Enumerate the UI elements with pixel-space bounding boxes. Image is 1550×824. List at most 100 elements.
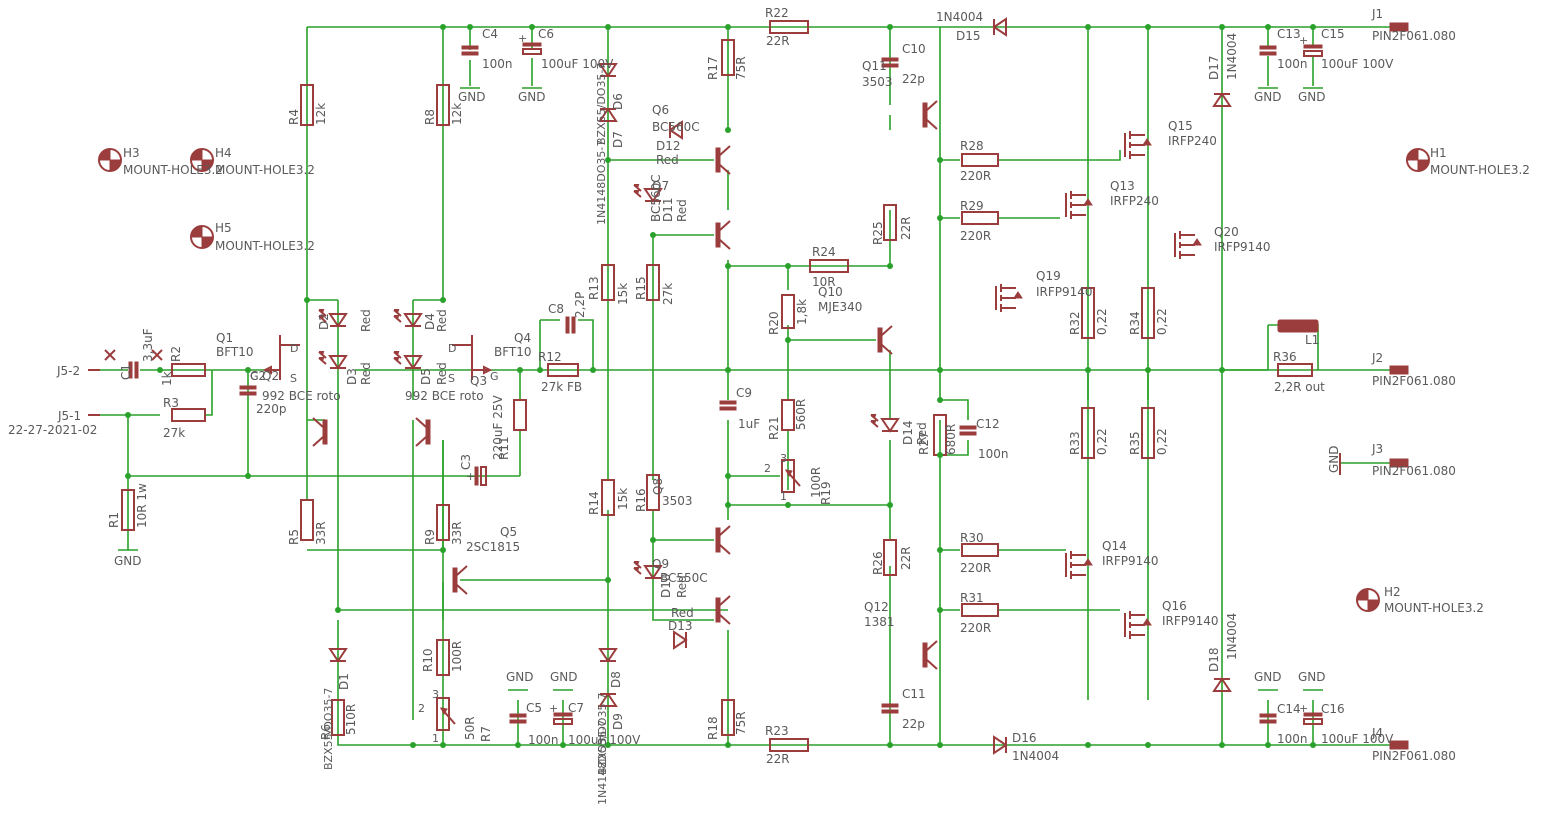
label-r25v: 22R	[899, 216, 913, 240]
junction-dot	[157, 367, 163, 373]
label-c1v: 3,3uF	[141, 328, 155, 362]
r26	[883, 539, 897, 576]
label-d9n: D9	[611, 713, 625, 730]
d1	[328, 648, 348, 663]
c7: +	[549, 702, 573, 725]
label-d3n: D3	[345, 368, 359, 385]
label-q19n: Q19	[1036, 269, 1061, 283]
wire	[539, 319, 594, 370]
junction-dot	[725, 263, 731, 269]
label-c8v: 2,2P	[573, 292, 587, 318]
junction-dot	[440, 547, 446, 553]
junction-dot	[440, 297, 446, 303]
d13	[673, 630, 688, 650]
label-q3n: Q3	[470, 374, 487, 388]
label-r28n: R28	[960, 139, 984, 153]
label-c13n: C13	[1277, 27, 1301, 41]
label-r16n: R16	[634, 488, 648, 512]
q9	[715, 595, 731, 625]
label-c7g: GND	[550, 670, 578, 684]
label-c13g: GND	[1254, 90, 1282, 104]
wire	[307, 299, 443, 400]
junction-dot	[335, 607, 341, 613]
label-r18n: R18	[706, 716, 720, 740]
label-q11n: Q11	[862, 59, 887, 73]
label-j5v: 22-27-2021-02	[8, 423, 97, 437]
junction-dot	[725, 473, 731, 479]
label-r9n: R9	[423, 529, 437, 545]
junction-dot	[887, 263, 893, 269]
junction-dot	[937, 157, 943, 163]
label-r14n: R14	[587, 491, 601, 515]
l1-inductor	[1277, 319, 1319, 333]
label-c15v: 100uF 100V	[1321, 57, 1394, 71]
d16	[993, 735, 1008, 755]
label-d15a: 1N4004	[936, 10, 983, 24]
junction-dot	[650, 232, 656, 238]
label-d12v: Red	[656, 153, 679, 167]
svg-text:+: +	[1299, 702, 1308, 715]
r2	[171, 363, 206, 377]
junction-dot	[529, 24, 535, 30]
label-d12n: D12	[656, 139, 681, 153]
r4	[300, 84, 314, 126]
r18	[721, 699, 735, 736]
junction-dot	[725, 502, 731, 508]
label-j3n: J3	[1371, 442, 1383, 456]
label-c1n: C1	[119, 364, 133, 380]
junction-dot	[515, 742, 521, 748]
label-c12n: C12	[976, 417, 1000, 431]
label-r20v: 1,8k	[795, 299, 809, 325]
r35	[1141, 407, 1155, 459]
no-connect-marks	[104, 349, 163, 361]
d4	[393, 309, 423, 328]
label-d11n: D11	[661, 197, 675, 222]
label-r1n: R1	[107, 512, 121, 528]
junction-dot	[785, 263, 791, 269]
label-q7n: Q7	[652, 179, 669, 193]
q5	[452, 565, 468, 595]
label-h4n: H4	[215, 146, 232, 160]
j2	[1389, 365, 1409, 375]
label-pinS1: S	[290, 372, 297, 385]
label-r1g: GND	[114, 554, 142, 568]
r1	[121, 489, 135, 531]
c15: +	[1299, 34, 1323, 57]
r12	[547, 363, 579, 377]
c13	[1259, 45, 1277, 56]
q10	[877, 325, 893, 355]
label-r19n: R19	[819, 481, 833, 505]
junction-dot	[125, 473, 131, 479]
r36	[1277, 363, 1313, 377]
wire	[1087, 27, 1223, 745]
label-r8v: 12k	[450, 103, 464, 125]
label-r11v: 220uF 25V	[491, 395, 505, 460]
label-c11n: C11	[902, 687, 926, 701]
r5	[300, 499, 314, 541]
label-pinS4: S	[448, 372, 455, 385]
label-q1n: Q1	[216, 331, 233, 345]
label-c9n: C9	[736, 386, 752, 400]
label-r26v: 22R	[899, 546, 913, 570]
junction-dot	[605, 577, 611, 583]
label-c16v: 100uF 100V	[1321, 732, 1394, 746]
label-h1v: MOUNT-HOLE3.2	[1430, 163, 1530, 177]
label-r32v: 0,22	[1095, 308, 1109, 335]
label-r23n: R23	[765, 724, 789, 738]
r31	[961, 603, 999, 617]
label-q8v: 3503	[662, 494, 693, 508]
label-c3n: C3	[459, 454, 473, 470]
label-q20v: IRFP9140	[1214, 240, 1271, 254]
junction-dot	[1085, 367, 1091, 373]
label-r2n: R2	[169, 346, 183, 362]
junction-dot	[937, 607, 943, 613]
junction-dot	[937, 367, 943, 373]
label-d4v: Red	[435, 309, 449, 332]
label-p19a: 1	[780, 490, 787, 503]
junction-dot	[440, 742, 446, 748]
q12	[922, 640, 938, 670]
label-d8v: BZX55/DO35-7	[596, 693, 609, 775]
junction-dot	[1310, 742, 1316, 748]
c12	[959, 425, 977, 436]
label-r36n: R36	[1273, 350, 1297, 364]
